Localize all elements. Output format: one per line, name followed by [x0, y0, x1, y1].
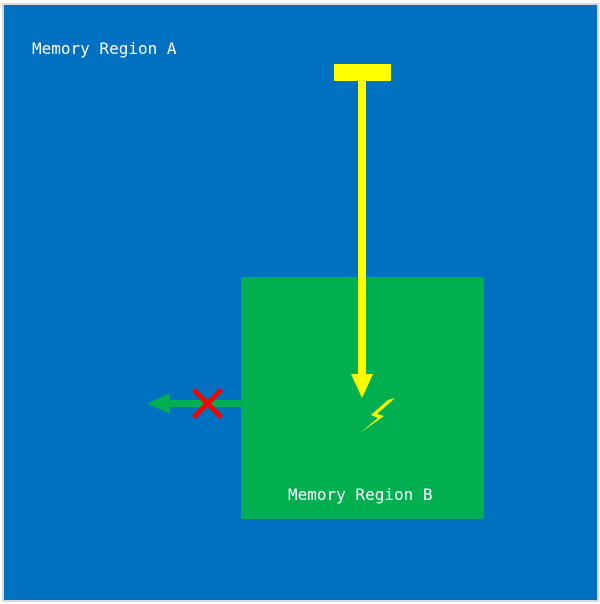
arrow-down-icon — [351, 80, 373, 398]
t-bar-icon — [334, 64, 391, 81]
cross-icon — [192, 388, 223, 419]
memory-region-a-label: Memory Region A — [32, 39, 177, 58]
memory-region-b-label: Memory Region B — [288, 485, 433, 504]
lightning-bolt-icon — [360, 398, 395, 433]
